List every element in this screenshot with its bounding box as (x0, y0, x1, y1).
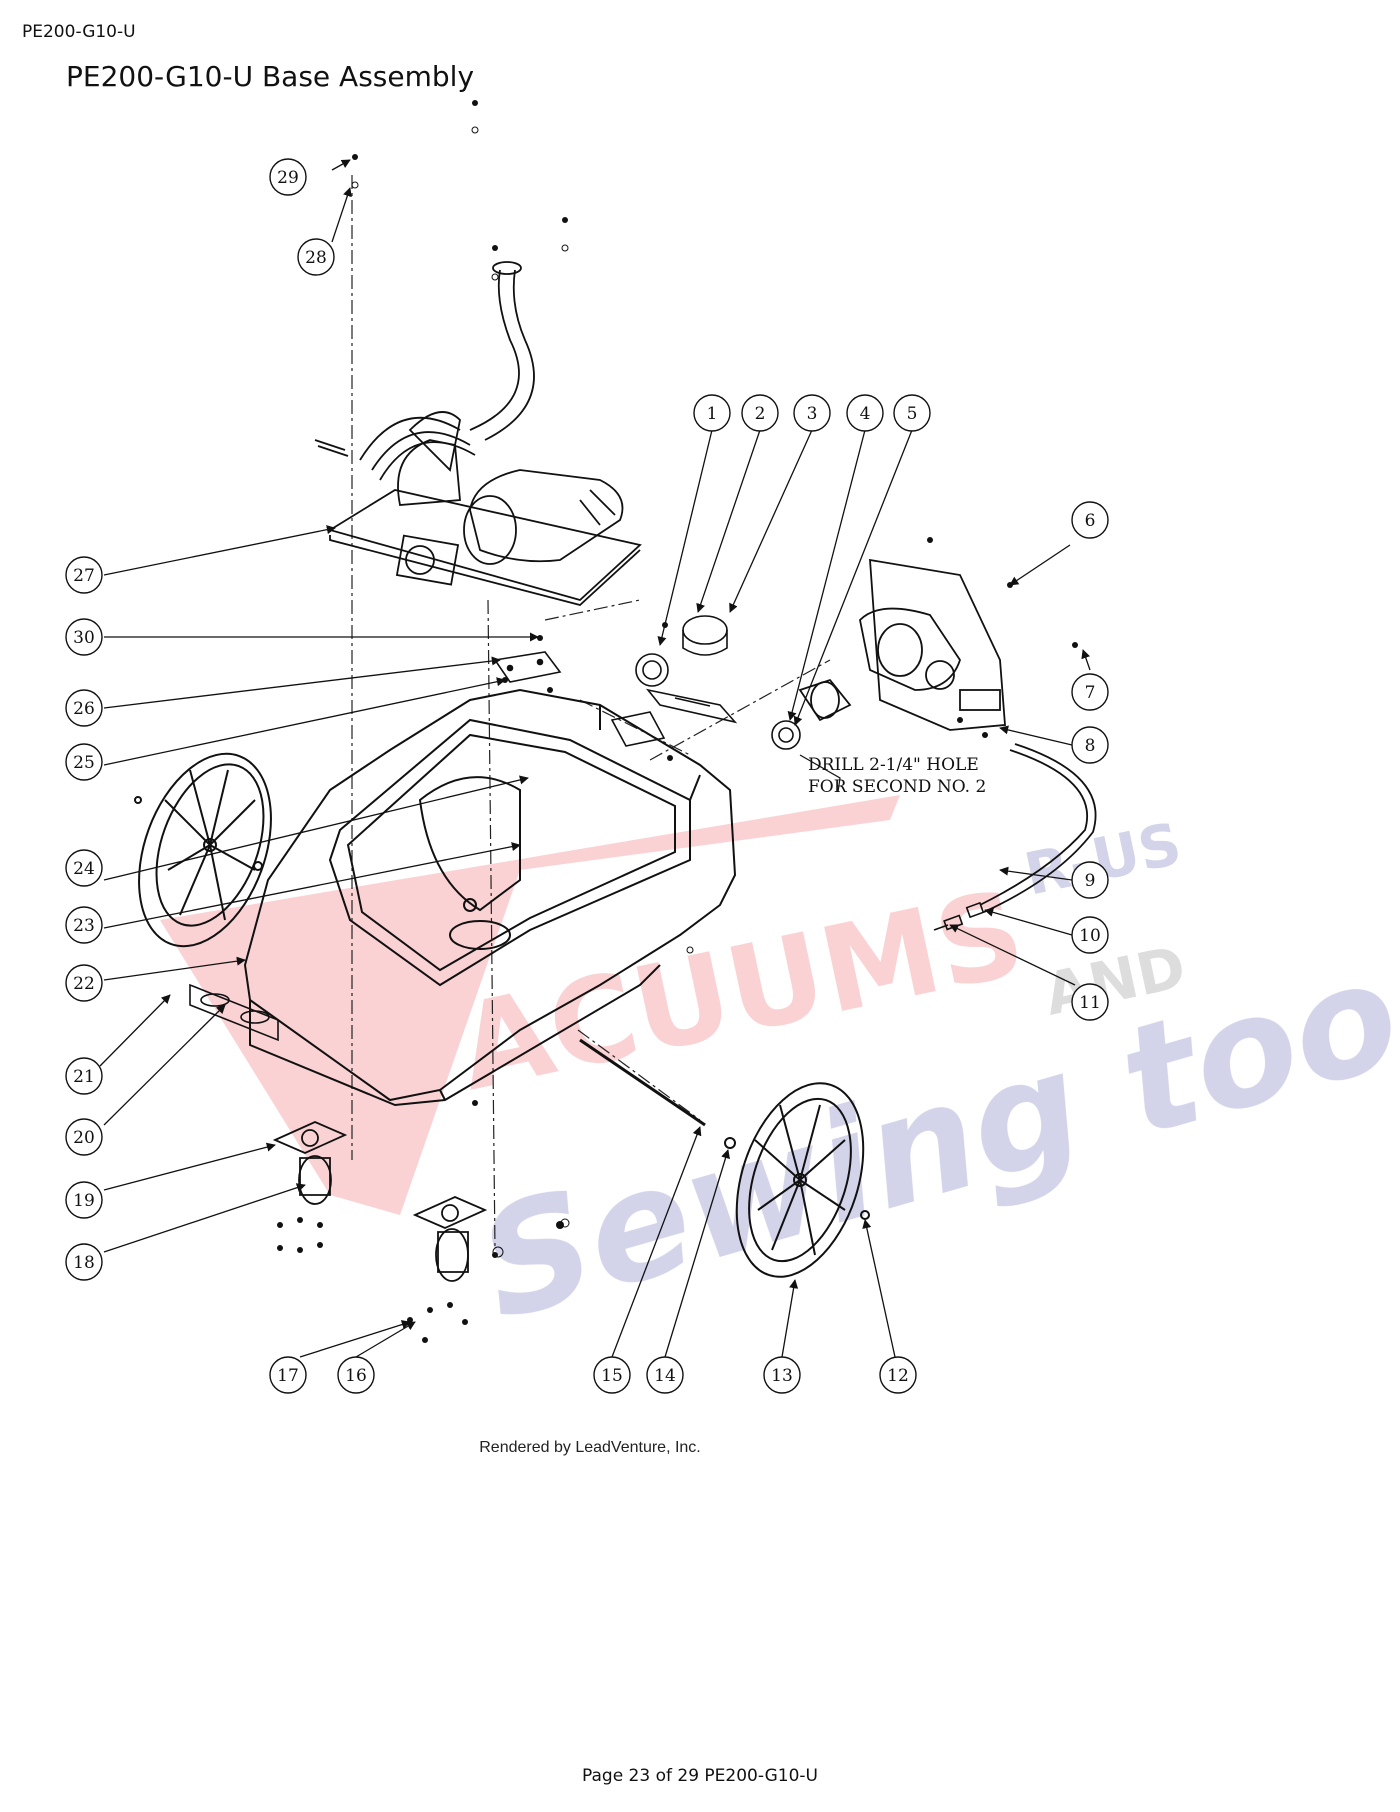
right-wheel (735, 1082, 865, 1278)
callout-16[interactable]: 16 (337, 1356, 375, 1394)
svg-text:5: 5 (907, 404, 918, 424)
svg-text:13: 13 (771, 1366, 793, 1386)
callout-24[interactable]: 24 (65, 849, 103, 887)
callout-18[interactable]: 18 (65, 1243, 103, 1281)
callout-28[interactable]: 28 (297, 238, 335, 276)
svg-text:1: 1 (707, 404, 718, 424)
svg-text:11: 11 (1079, 993, 1101, 1013)
svg-text:18: 18 (73, 1253, 95, 1273)
svg-text:3: 3 (807, 404, 818, 424)
callout-27[interactable]: 27 (65, 556, 103, 594)
svg-text:10: 10 (1079, 926, 1101, 946)
guide-lines (351, 175, 831, 1251)
callout-6[interactable]: 6 (1071, 501, 1109, 539)
svg-text:4: 4 (860, 404, 871, 424)
drill-note-line-1: DRILL 2-1/4" HOLE (808, 755, 979, 775)
svg-text:15: 15 (601, 1366, 623, 1386)
callout-25[interactable]: 25 (65, 743, 103, 781)
hardware (134, 100, 1078, 1343)
callout-23[interactable]: 23 (65, 906, 103, 944)
svg-text:21: 21 (73, 1067, 95, 1087)
caster-left (272, 1121, 348, 1205)
callout-10[interactable]: 10 (1071, 916, 1109, 954)
callout-8[interactable]: 8 (1071, 726, 1109, 764)
axle (579, 1038, 706, 1127)
svg-text:9: 9 (1085, 871, 1096, 891)
callout-30[interactable]: 30 (65, 618, 103, 656)
svg-text:8: 8 (1085, 736, 1096, 756)
bumper (189, 983, 279, 1042)
callout-14[interactable]: 14 (646, 1356, 684, 1394)
drill-note-line-2: FOR SECOND NO. 2 (808, 777, 986, 797)
svg-text:16: 16 (345, 1366, 367, 1386)
render-credit: Rendered by LeadVenture, Inc. (479, 1439, 701, 1456)
svg-text:24: 24 (73, 859, 95, 879)
svg-text:12: 12 (887, 1366, 909, 1386)
motor-assembly (314, 261, 642, 606)
svg-text:29: 29 (277, 168, 299, 188)
pump-assembly (798, 558, 1006, 731)
callout-26[interactable]: 26 (65, 689, 103, 727)
svg-text:27: 27 (73, 566, 95, 586)
callout-3[interactable]: 3 (793, 394, 831, 432)
callout-11[interactable]: 11 (1071, 983, 1109, 1021)
callout-bubbles: 1 2 3 4 5 6 7 8 9 10 11 12 13 14 15 16 1… (65, 158, 1109, 1394)
page-title: PE200-G10-U Base Assembly (66, 60, 475, 93)
note-leader (799, 754, 841, 793)
page-header-code: PE200-G10-U (22, 22, 136, 42)
watermark: ACUUMS R-US AND Sewing too (160, 795, 1400, 1355)
callout-7[interactable]: 7 (1071, 673, 1109, 711)
callout-4[interactable]: 4 (846, 394, 884, 432)
svg-text:2: 2 (755, 404, 766, 424)
svg-text:25: 25 (73, 753, 95, 773)
svg-text:19: 19 (73, 1191, 95, 1211)
svg-text:30: 30 (73, 628, 95, 648)
callout-5[interactable]: 5 (893, 394, 931, 432)
callout-20[interactable]: 20 (65, 1118, 103, 1156)
hinge-plates (493, 651, 666, 747)
callout-17[interactable]: 17 (269, 1356, 307, 1394)
callout-29[interactable]: 29 (269, 158, 307, 196)
callout-19[interactable]: 19 (65, 1181, 103, 1219)
base-tank (243, 688, 737, 1107)
svg-text:14: 14 (654, 1366, 676, 1386)
callout-21[interactable]: 21 (65, 1057, 103, 1095)
svg-text:17: 17 (277, 1366, 299, 1386)
callout-15[interactable]: 15 (593, 1356, 631, 1394)
callout-13[interactable]: 13 (763, 1356, 801, 1394)
callout-2[interactable]: 2 (741, 394, 779, 432)
callout-12[interactable]: 12 (879, 1356, 917, 1394)
svg-text:7: 7 (1085, 683, 1096, 703)
callout-1[interactable]: 1 (693, 394, 731, 432)
svg-text:26: 26 (73, 699, 95, 719)
callout-9[interactable]: 9 (1071, 861, 1109, 899)
svg-text:6: 6 (1085, 511, 1096, 531)
caster-right (412, 1196, 488, 1282)
svg-text:28: 28 (305, 248, 327, 268)
leader-lines (99, 159, 1091, 1358)
svg-text:23: 23 (73, 916, 95, 936)
left-wheel (138, 752, 272, 948)
watermark-v-shape (160, 795, 900, 1215)
page-footer: Page 23 of 29 PE200-G10-U (582, 1766, 818, 1786)
hose (979, 743, 1097, 913)
wall-flanges (635, 615, 801, 750)
watermark-word-rus: R-US (1019, 809, 1187, 908)
svg-text:22: 22 (73, 974, 95, 994)
callout-22[interactable]: 22 (65, 964, 103, 1002)
svg-text:20: 20 (73, 1128, 95, 1148)
